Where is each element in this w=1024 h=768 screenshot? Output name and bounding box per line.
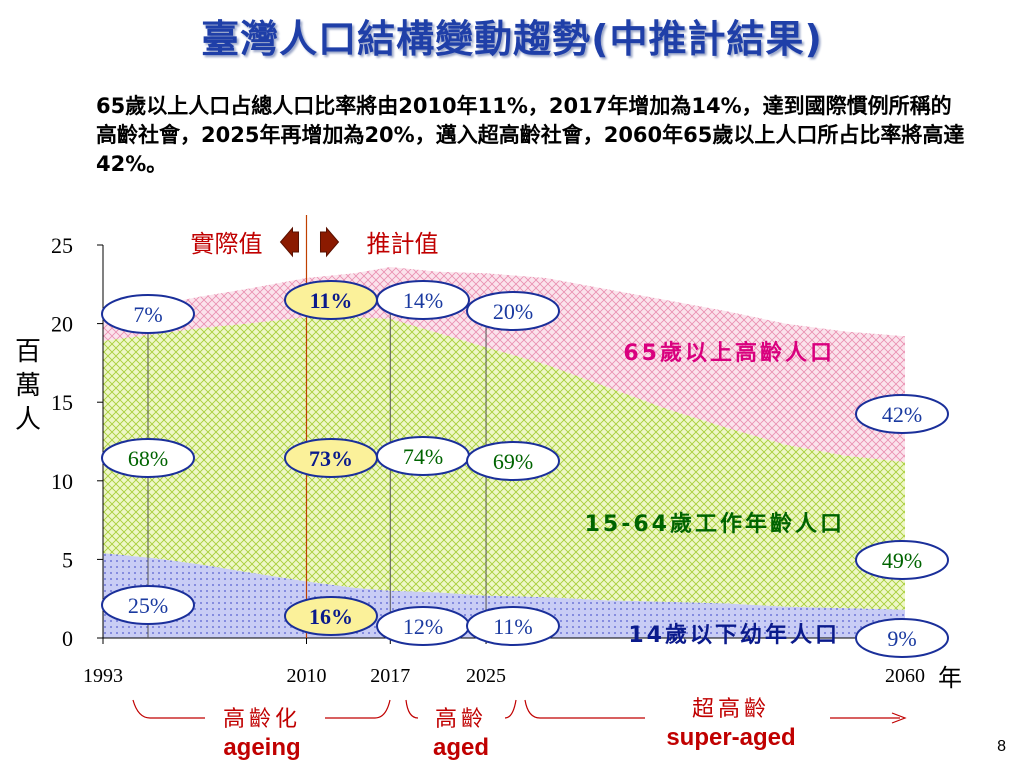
pct-label-working-2017: 74% [403,444,443,469]
region-label-young: 14歲以下幼年人口 [628,622,840,648]
pct-label-young-1993: 25% [128,593,168,618]
stage-label-zh: 高齡化 [223,707,301,732]
legend-projected: 推計值 [366,230,438,258]
page-number: 8 [997,738,1006,755]
x-axis-label: 年 [938,664,962,692]
pct-label-young-2025: 11% [493,614,533,639]
y-tick-label: 25 [51,233,73,258]
stage-bracket-right [504,699,517,719]
stage-label-en: ageing [223,734,300,761]
x-tick-label: 2060 [885,665,925,687]
stage-label-en: super-aged [666,724,795,751]
pct-ellipse-aged-1993 [101,294,195,334]
pct-ellipse-working-2060 [855,540,949,580]
y-axis-label-char: 百 [15,337,41,367]
slide-title: 臺灣人口結構變動趨勢(中推計結果) [201,17,823,61]
stage-bracket-left [132,699,205,719]
stage-bracket-left [405,699,419,719]
arrow-left-icon [279,226,299,258]
region-label-working: 15-64歲工作年齡人口 [585,511,845,537]
pct-ellipse-young-2060 [855,618,949,658]
arrow-right-icon [319,226,340,258]
pct-label-working-2010: 73% [309,446,353,471]
pct-label-young-2010: 16% [309,604,353,629]
pct-label-young-2017: 12% [403,614,443,639]
x-tick-label: 2010 [286,665,326,687]
pct-label-working-2060: 49% [882,548,922,573]
slide-description: 65歲以上人口占總人口比率將由2010年11%，2017年增加為14%，達到國際… [96,94,965,176]
pct-label-young-2060: 9% [887,626,916,651]
x-tick-label: 1993 [83,665,123,687]
pct-ellipse-aged-2017 [376,280,470,320]
x-tick-label: 2025 [466,665,506,687]
y-tick-label: 20 [51,312,73,337]
region-label-aged: 65歲以上高齡人口 [623,340,835,366]
y-tick-label: 10 [51,469,73,494]
pct-ellipse-working-2025 [466,441,560,481]
stage-label-zh: 超高齡 [692,697,770,722]
pct-label-aged-2017: 14% [403,288,443,313]
pct-ellipse-aged-2025 [466,291,560,331]
stage-bracket-right [325,699,391,719]
pct-ellipse-young-2025 [466,606,560,646]
stage-arrow-right [830,712,907,724]
stage-label-en: aged [433,734,489,761]
pct-label-aged-2060: 42% [882,402,922,427]
y-tick-label: 15 [51,390,73,415]
pct-label-working-2025: 69% [493,449,533,474]
y-tick-label: 5 [62,547,73,572]
legend-actual: 實際值 [190,230,262,258]
stage-label-zh: 高齡 [435,707,487,732]
pct-ellipse-young-2010 [284,596,378,636]
pct-label-working-1993: 68% [128,446,168,471]
y-axis-label-char: 萬 [15,371,41,401]
stage-bracket-left [524,699,645,719]
x-tick-label: 2017 [370,665,410,687]
pct-ellipse-working-1993 [101,438,195,478]
pct-label-aged-2010: 11% [310,288,353,313]
pct-ellipse-young-1993 [101,585,195,625]
pct-ellipse-aged-2060 [855,394,949,434]
pct-label-aged-2025: 20% [493,299,533,324]
y-tick-label: 0 [62,626,73,651]
pct-label-aged-1993: 7% [133,302,162,327]
y-axis-label-char: 人 [15,405,41,435]
